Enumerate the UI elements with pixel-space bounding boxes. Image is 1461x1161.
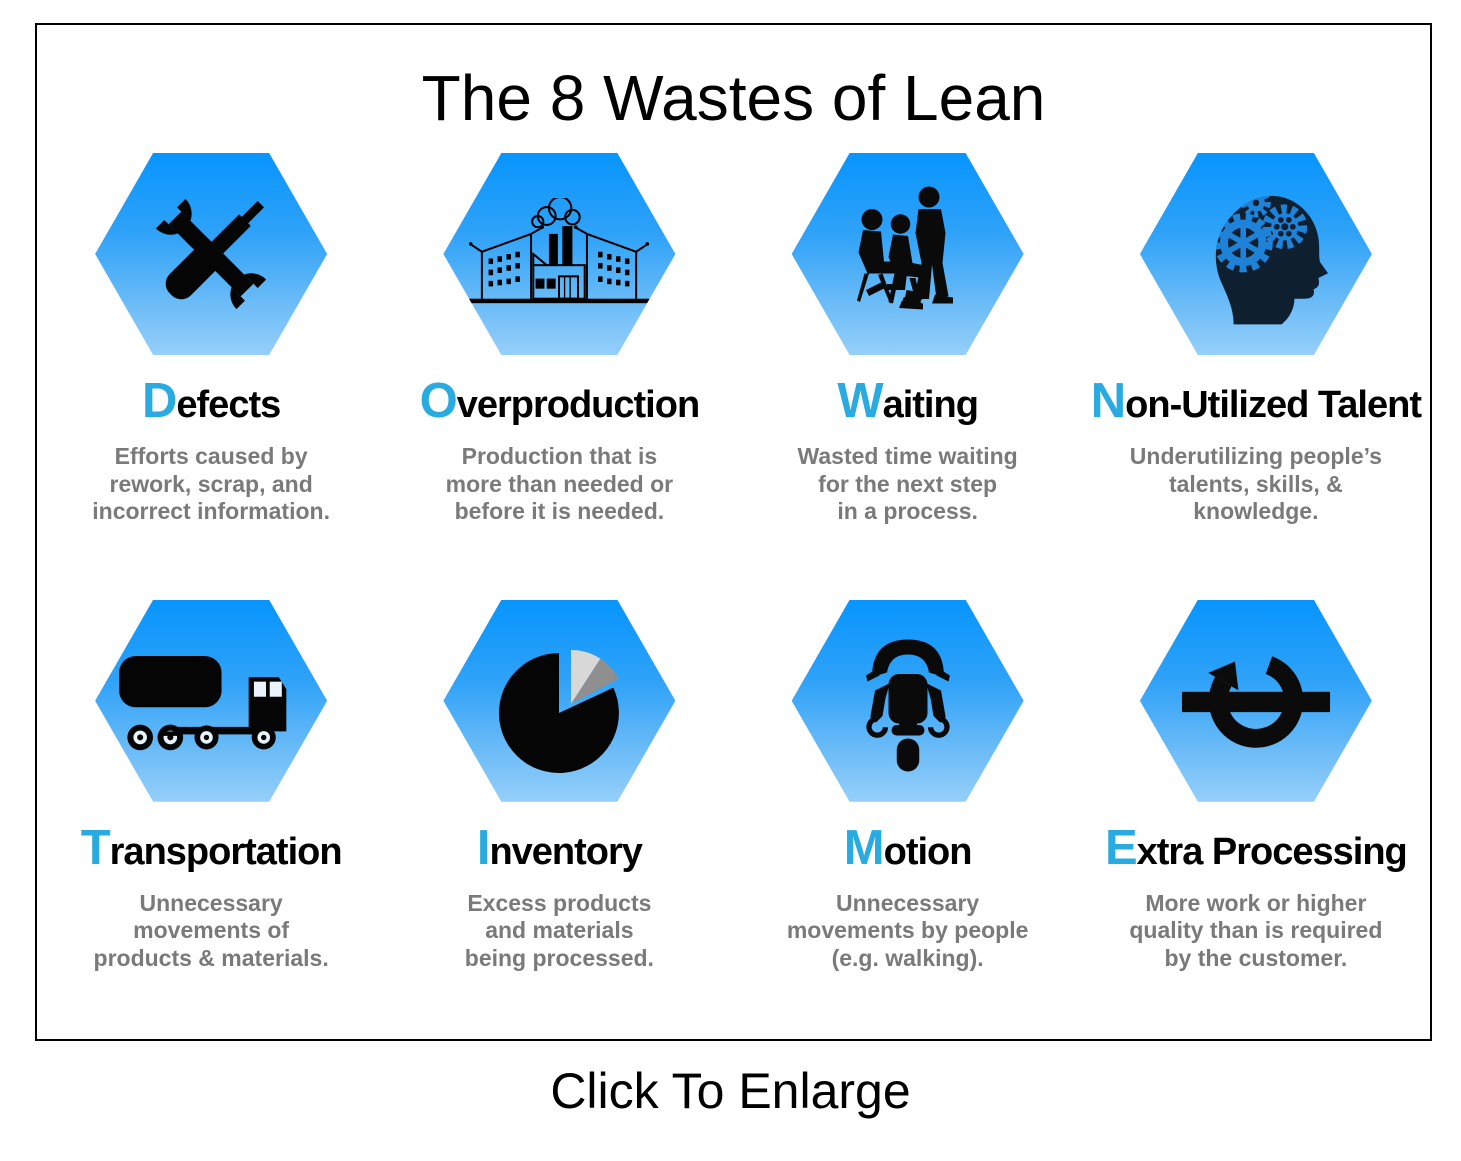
truck-icon [113,644,309,757]
waste-card-defects: Defects Efforts caused by rework, scrap,… [37,153,385,526]
wastes-grid: Defects Efforts caused by rework, scrap,… [37,153,1430,973]
waste-title: Waiting [837,374,979,428]
waste-card-waiting: Waiting Wasted time waiting for the next… [734,153,1082,526]
waste-title: Defects [142,374,281,428]
waste-card-inventory: Inventory Excess products and materials … [385,599,733,973]
factory-icon [464,198,654,310]
waste-hexagon [1139,153,1372,355]
waste-card-non-utilized-talent: Non-Utilized Talent Underutilizing peopl… [1082,153,1430,526]
waste-title: Extra Processing [1104,820,1408,875]
waste-card-transportation: Transportation Unnecessary movements of … [37,599,385,973]
wrench-screwdriver-icon [136,179,286,329]
waste-card-overproduction: Overproduction Production that is more t… [385,153,733,526]
waste-description: Unnecessary movements of products & mate… [93,889,329,971]
motion-rider-icon [833,626,983,776]
page-title: The 8 Wastes of Lean [421,62,1046,134]
waiting-people-icon [833,179,983,329]
waste-title: Non-Utilized Talent [1090,374,1422,428]
waste-title: Inventory [476,820,643,875]
waste-hexagon [1139,599,1372,802]
waste-description: Excess products and materials being proc… [464,889,654,971]
waste-title: Motion [843,820,973,875]
waste-card-extra-processing: Extra Processing More work or higher qua… [1082,599,1430,973]
head-gears-icon [1176,174,1336,334]
waste-hexagon [443,599,676,802]
waste-description: Efforts caused by rework, scrap, and inc… [92,443,330,525]
waste-description: Underutilizing people’s talents, skills,… [1129,443,1382,525]
waste-description: Unnecessary movements by people (e.g. wa… [786,889,1029,971]
pie-chart-icon [484,626,634,776]
waste-description: More work or higher quality than is requ… [1129,889,1383,971]
waste-description: Wasted time waiting for the next step in… [797,443,1018,525]
waste-title: Overproduction [419,374,701,428]
cycle-arrow-icon [1176,625,1336,776]
waste-card-motion: Motion Unnecessary movements by people (… [734,599,1082,973]
waste-hexagon [95,599,328,802]
infographic-frame[interactable]: The 8 Wastes of Lean [35,23,1432,1041]
waste-hexagon [95,153,328,355]
click-to-enlarge-label[interactable]: Click To Enlarge [550,1063,911,1119]
waste-description: Production that is more than needed or b… [445,443,674,525]
waste-hexagon [791,153,1024,355]
waste-hexagon [791,599,1024,802]
waste-hexagon [443,153,676,355]
waste-title: Transportation [80,820,343,875]
